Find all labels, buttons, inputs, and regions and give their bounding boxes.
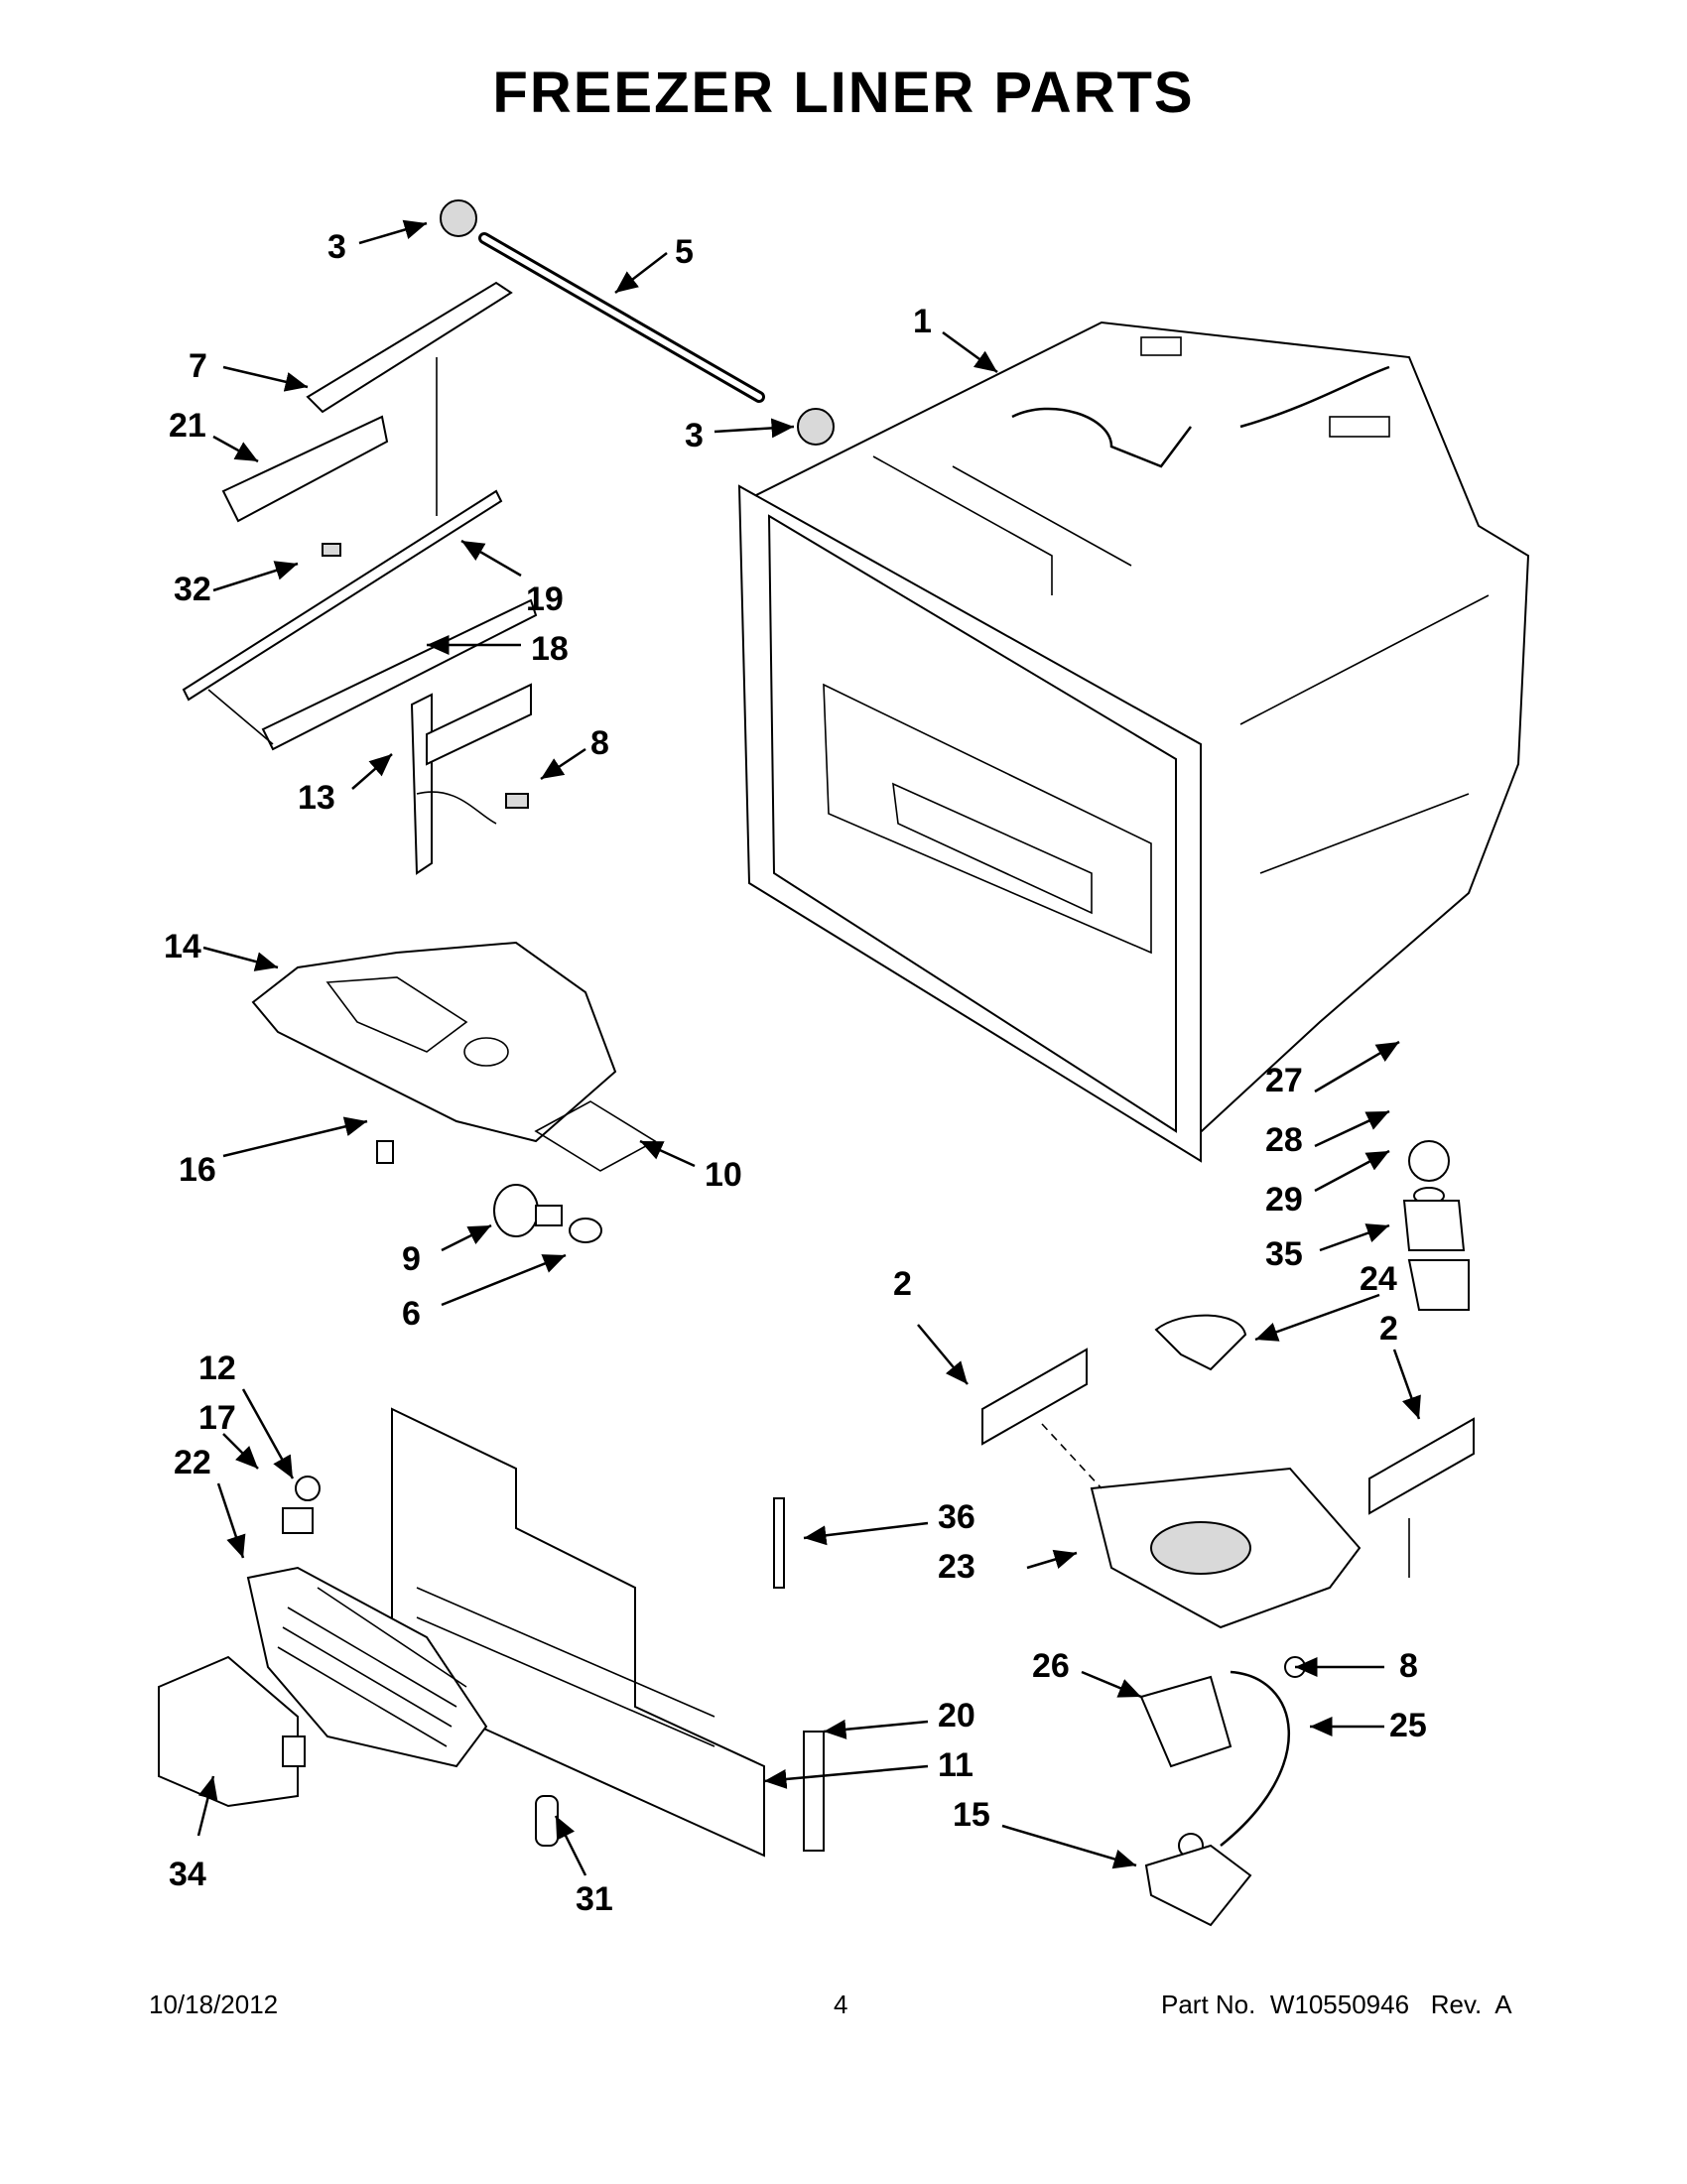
callout-18: 18 bbox=[531, 630, 569, 668]
callout-19: 19 bbox=[526, 580, 564, 618]
light-bulb-socket bbox=[493, 1184, 602, 1243]
callout-28: 28 bbox=[1265, 1121, 1303, 1159]
callout-21: 21 bbox=[169, 407, 206, 445]
page-title: FREEZER LINER PARTS bbox=[492, 61, 1195, 125]
callout-8b: 8 bbox=[1399, 1647, 1418, 1685]
callout-9: 9 bbox=[402, 1240, 421, 1278]
callout-8: 8 bbox=[590, 724, 609, 762]
callout-22: 22 bbox=[174, 1444, 211, 1481]
callout-labels: 3 5 7 21 3 1 32 19 18 13 8 14 16 10 9 6 … bbox=[164, 228, 1427, 1918]
callout-17: 17 bbox=[198, 1399, 236, 1437]
callout-27: 27 bbox=[1265, 1062, 1303, 1099]
callout-26: 26 bbox=[1032, 1647, 1070, 1685]
callout-1: 1 bbox=[913, 303, 932, 340]
callout-36: 36 bbox=[938, 1498, 975, 1536]
callout-23: 23 bbox=[938, 1548, 975, 1586]
drawer-slide-assembly bbox=[182, 199, 835, 875]
leader-lines bbox=[196, 219, 1421, 1876]
callout-2b: 2 bbox=[1379, 1310, 1398, 1348]
footer-date: 10/18/2012 bbox=[149, 1990, 279, 2019]
footer-page-number: 4 bbox=[834, 1990, 848, 2019]
callout-7: 7 bbox=[189, 347, 207, 385]
callout-6: 6 bbox=[402, 1295, 421, 1333]
callout-14: 14 bbox=[164, 928, 201, 965]
freezer-liner-part bbox=[737, 321, 1530, 1163]
callout-29: 29 bbox=[1265, 1181, 1303, 1219]
callout-3b: 3 bbox=[685, 417, 704, 454]
callout-34: 34 bbox=[169, 1856, 206, 1893]
callout-13: 13 bbox=[298, 779, 335, 817]
callout-25: 25 bbox=[1389, 1707, 1427, 1744]
callout-12: 12 bbox=[198, 1349, 236, 1387]
callout-5: 5 bbox=[675, 233, 694, 271]
callout-11: 11 bbox=[938, 1746, 973, 1784]
callout-24: 24 bbox=[1360, 1260, 1397, 1298]
callout-15: 15 bbox=[953, 1796, 990, 1834]
callout-32: 32 bbox=[174, 571, 211, 608]
footer-part-number: Part No. W10550946 Rev. A bbox=[1161, 1990, 1512, 2019]
callout-16: 16 bbox=[179, 1151, 216, 1189]
evaporator-cover-assembly bbox=[158, 1407, 825, 1858]
light-housing-assembly bbox=[251, 941, 657, 1172]
fan-motor-assembly bbox=[981, 1140, 1475, 1927]
callout-2: 2 bbox=[893, 1265, 912, 1303]
callout-3: 3 bbox=[327, 228, 346, 266]
callout-10: 10 bbox=[705, 1156, 742, 1194]
callout-20: 20 bbox=[938, 1697, 975, 1734]
grille-pattern bbox=[277, 1587, 467, 1747]
callout-31: 31 bbox=[576, 1880, 613, 1918]
callout-35: 35 bbox=[1265, 1235, 1303, 1273]
